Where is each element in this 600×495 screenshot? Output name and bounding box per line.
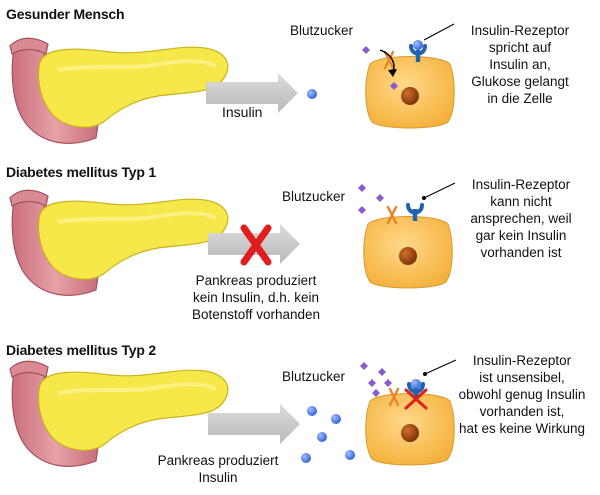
note-line: Insulin-Rezeptor xyxy=(471,177,571,192)
glucose-entry-arrowhead xyxy=(388,69,397,77)
glucose-molecule xyxy=(376,194,384,202)
note-line: ansprechen, weil xyxy=(470,211,572,226)
note-line: gar kein Insulin xyxy=(475,228,567,243)
caption-line: Pankreas produziert xyxy=(157,453,279,468)
receptor-note-type2: Insulin-Rezeptor ist unsensibel, obwohl … xyxy=(446,352,598,437)
insulin-ball xyxy=(331,414,341,424)
no-insulin-x-icon xyxy=(240,224,272,266)
glucose-molecule xyxy=(362,46,370,54)
insulin-ball xyxy=(345,450,355,460)
section-heading-type1: Diabetes mellitus Typ 1 xyxy=(6,164,156,180)
receptor-note-type1: Insulin-Rezeptor kann nicht ansprechen, … xyxy=(452,176,590,261)
pancreas-illustration-type2 xyxy=(8,359,230,469)
section-heading-type2: Diabetes mellitus Typ 2 xyxy=(6,342,156,358)
blood-sugar-label: Blutzucker xyxy=(290,23,354,38)
glucose-molecule xyxy=(358,206,366,214)
note-line: Insulin-Rezeptor xyxy=(472,353,572,368)
insulin-bound xyxy=(413,40,423,50)
note-pointer xyxy=(423,182,456,199)
note-pointer xyxy=(423,23,455,41)
note-line: in die Zelle xyxy=(487,91,553,106)
caption-line: Botenstoff vorhanden xyxy=(191,307,321,322)
receptor-note-healthy: Insulin-Rezeptor spricht auf Insulin an,… xyxy=(452,22,588,107)
caption-line: kein Insulin, d.h. kein xyxy=(192,290,320,305)
note-pointer-dot xyxy=(423,372,427,376)
insulin-ball xyxy=(317,432,327,442)
glucose-molecule xyxy=(378,368,386,376)
note-line: vorhanden ist xyxy=(480,245,562,260)
note-line: obwohl genug Insulin xyxy=(458,387,586,402)
arrow-type2 xyxy=(208,404,300,444)
insulin-unbound xyxy=(411,379,421,389)
blood-sugar-label: Blutzucker xyxy=(282,369,346,384)
pancreas-caption-type1: Pankreas produziert kein Insulin, d.h. k… xyxy=(172,272,340,323)
note-line: kann nicht xyxy=(490,194,552,209)
blood-sugar-label: Blutzucker xyxy=(282,189,346,204)
glucose-molecule xyxy=(384,379,392,387)
insulin-ball xyxy=(307,89,317,99)
insulin-ball xyxy=(307,406,317,416)
note-pointer xyxy=(424,359,457,375)
pancreas-illustration-healthy xyxy=(8,36,230,146)
glucose-molecule xyxy=(372,389,380,397)
caption-line: Insulin xyxy=(198,470,238,485)
note-line: Glukose gelangt xyxy=(471,74,569,89)
note-line: hat es keine Wirkung xyxy=(458,421,586,436)
blocked-x-icon xyxy=(404,388,428,410)
section-heading-healthy: Gesunder Mensch xyxy=(6,6,125,22)
note-line: spricht auf xyxy=(488,40,552,55)
note-line: Insulin an, xyxy=(489,57,551,72)
insulin-ball xyxy=(301,453,311,463)
cell-healthy xyxy=(365,56,455,129)
note-line: Insulin-Rezeptor xyxy=(470,23,570,38)
glucose-molecule xyxy=(368,379,376,387)
note-line: ist unsensibel, xyxy=(479,370,565,385)
caption-line: Pankreas produziert xyxy=(195,273,317,288)
pancreas-caption-type2: Pankreas produziert Insulin xyxy=(146,452,290,486)
arrow-label-insulin: Insulin xyxy=(222,104,263,120)
cell-type1 xyxy=(363,216,453,289)
note-pointer-dot xyxy=(422,196,426,200)
glucose-molecule xyxy=(360,362,368,370)
glucose-molecule xyxy=(358,184,366,192)
note-line: vorhanden ist, xyxy=(479,404,565,419)
